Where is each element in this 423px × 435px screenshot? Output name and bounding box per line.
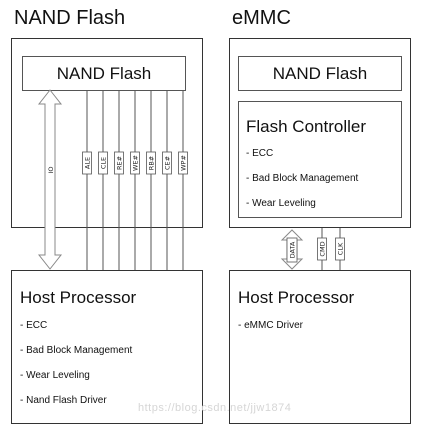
controller-item-wear-leveling: - Wear Leveling	[246, 198, 316, 209]
left-host-processor-title: Host Processor	[20, 288, 137, 307]
left-host-item-bad-block: - Bad Block Management	[20, 345, 133, 356]
flash-controller-title: Flash Controller	[246, 117, 366, 136]
data-label-box	[286, 237, 298, 263]
signal-label-box	[335, 237, 345, 261]
signal-label: WP#	[179, 155, 187, 171]
emmc-section-title: eMMC	[232, 7, 291, 29]
nand-control-signals: ALE CLE RE# WE# RB# CE# WP#	[82, 90, 188, 270]
signal-label-box	[178, 151, 188, 175]
signal-label: CLK	[336, 242, 344, 255]
signal-label-box	[162, 151, 172, 175]
signal-label-box	[98, 151, 108, 175]
emmc-chip: NAND Flash Flash Controller - ECC - Bad …	[229, 38, 411, 228]
signal-label: CLE	[99, 157, 107, 169]
signal-label: WE#	[131, 155, 139, 171]
left-host-item-wear-leveling: - Wear Leveling	[20, 370, 90, 381]
io-bus-arrow	[37, 89, 63, 270]
controller-item-ecc: - ECC	[246, 148, 274, 159]
signal-label-box	[130, 151, 140, 175]
signal-label: RE#	[115, 156, 123, 170]
controller-item-bad-block: - Bad Block Management	[246, 173, 359, 184]
right-host-item-emmc-driver: - eMMC Driver	[238, 320, 303, 331]
nand-flash-array-box: NAND Flash	[22, 56, 186, 91]
emmc-control-signals: CMD CLK	[317, 228, 345, 270]
signal-label: CE#	[163, 156, 171, 170]
flash-controller-box: Flash Controller - ECC - Bad Block Manag…	[238, 101, 402, 218]
signal-label-box	[82, 151, 92, 175]
nand-flash-chip: NAND Flash	[11, 38, 203, 228]
signal-label: CMD	[318, 241, 326, 256]
data-bus-label: DATA	[289, 241, 297, 258]
watermark-text: https://blog.csdn.net/jjw1874	[138, 402, 292, 414]
left-host-processor-box: Host Processor - ECC - Bad Block Managem…	[11, 270, 203, 424]
emmc-nand-array-box: NAND Flash	[238, 56, 402, 91]
signal-label: RB#	[147, 156, 155, 170]
left-host-item-nand-driver: - Nand Flash Driver	[20, 395, 107, 406]
left-host-item-ecc: - ECC	[20, 320, 48, 331]
right-host-processor-box: Host Processor - eMMC Driver	[229, 270, 411, 424]
signal-label-box	[146, 151, 156, 175]
signal-label-box	[114, 151, 124, 175]
io-bus-label: IO	[47, 166, 55, 173]
nand-flash-section-title: NAND Flash	[14, 7, 126, 29]
signal-label: ALE	[83, 157, 91, 169]
right-host-processor-title: Host Processor	[238, 288, 355, 307]
signal-label-box	[317, 237, 327, 261]
